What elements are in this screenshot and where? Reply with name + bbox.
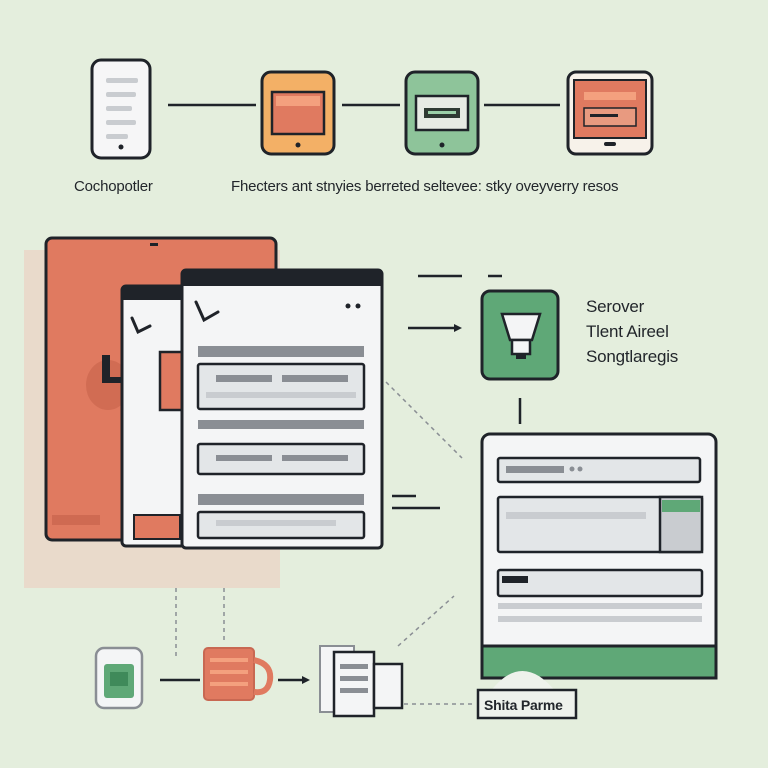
tag-label: Shita Parme [484,697,563,713]
server-label-line-1: Serover [586,297,645,316]
documents-icon [319,645,404,718]
middle-connectors [385,274,522,510]
front-document [180,268,384,550]
device-icon [94,646,144,710]
lamp-icon [480,289,560,381]
laptop-icon [566,70,654,156]
phone-icon [90,58,152,160]
top-left-label: Cochopotler [74,178,153,195]
mug-icon [203,647,274,701]
bottom-connectors [160,588,476,705]
caption-label: Fhecters ant stnyies berreted seltevee: … [231,178,619,195]
server-label-line-3: Songtlaregis [586,347,679,366]
tablet-icon [260,70,336,156]
tablet-icon [404,70,480,156]
monitor-panel [480,432,718,680]
server-label-line-2: Tlent Aireel [586,322,669,341]
tag-box [476,671,578,720]
